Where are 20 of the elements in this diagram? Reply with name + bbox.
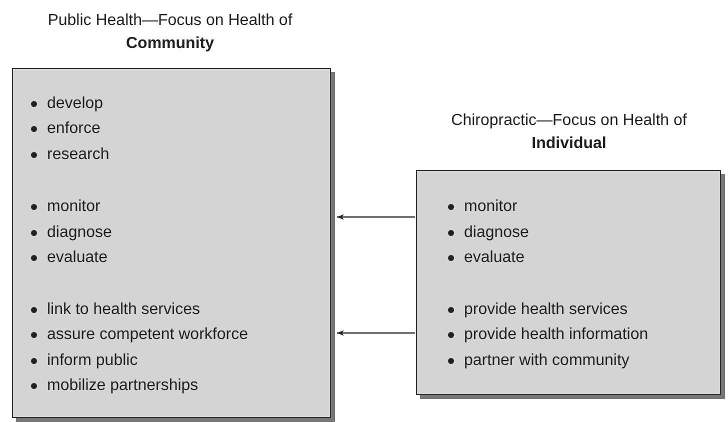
heading: Public Health—Focus on Health of Community <box>46 11 294 54</box>
arrow <box>337 330 415 336</box>
list-text: partner with community <box>464 352 630 369</box>
list-text: enforce <box>47 120 100 137</box>
list-text: research <box>47 146 110 163</box>
list-text: assure competent workforce <box>47 326 248 343</box>
list-text: diagnose <box>464 224 529 241</box>
list-text: mobilize partnerships <box>47 377 198 394</box>
list-text: provide health services <box>464 301 628 318</box>
list-text: monitor <box>47 198 100 215</box>
heading: Chiropractic—Focus on Health of Individual <box>450 111 688 154</box>
list-text: evaluate <box>47 249 108 266</box>
list-text: link to health services <box>47 301 200 318</box>
list-text: inform public <box>47 352 138 369</box>
list-text: diagnose <box>47 224 112 241</box>
arrow <box>337 214 415 220</box>
list-text: evaluate <box>464 249 524 266</box>
list-text: monitor <box>464 198 518 215</box>
list-text: develop <box>47 95 104 112</box>
list-text: provide health information <box>464 326 648 343</box>
